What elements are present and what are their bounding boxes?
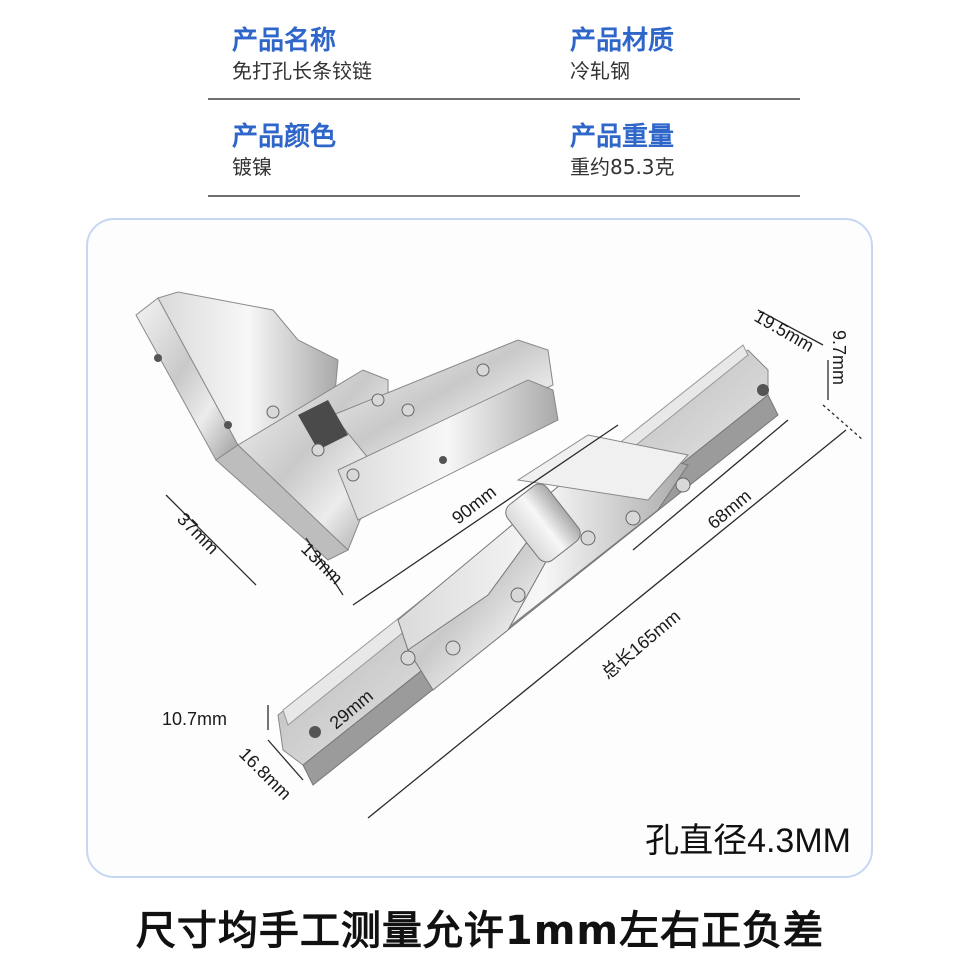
dimension-lines [165, 309, 864, 819]
spec-title: 产品颜色 [232, 122, 337, 152]
dimension-label: 10.7mm [162, 709, 227, 729]
dimension-label: 19.5mm [751, 306, 817, 356]
spec-title: 产品材质 [570, 26, 675, 56]
dimension-label: 37mm [173, 509, 223, 559]
dimension-label: 90mm [448, 482, 500, 529]
spec-product-name: 产品名称 免打孔长条铰链 [232, 26, 372, 84]
spec-value: 冷轧钢 [570, 59, 630, 83]
dimension-label: 9.7mm [829, 330, 849, 385]
spec-value: 镀镍 [232, 155, 272, 179]
spec-material: 产品材质 冷轧钢 [570, 26, 674, 84]
spec-value: 重约85.3克 [570, 155, 675, 179]
spec-weight: 产品重量 重约85.3克 [570, 122, 675, 180]
product-photo-panel: 37mm 13mm 90mm 68mm 总长165mm 29mm 10.7mm … [86, 218, 873, 878]
folded-hinge-image [135, 291, 559, 561]
spec-color: 产品颜色 镀镍 [232, 122, 336, 180]
hinge-illustration: 37mm 13mm 90mm 68mm 总长165mm 29mm 10.7mm … [135, 291, 864, 819]
hole-diameter-note: 孔直径4.3MM [645, 822, 851, 860]
spec-title: 产品名称 [232, 26, 337, 56]
spec-value: 免打孔长条铰链 [232, 59, 372, 83]
dimension-label: 总长165mm [598, 606, 684, 683]
dimension-label: 68mm [704, 486, 755, 533]
measurement-tolerance-note: 尺寸均手工测量允许1mm左右正负差 [135, 908, 825, 954]
divider [208, 98, 800, 100]
extended-hinge-image [277, 344, 779, 786]
divider [208, 195, 800, 197]
spec-title: 产品重量 [570, 122, 675, 152]
